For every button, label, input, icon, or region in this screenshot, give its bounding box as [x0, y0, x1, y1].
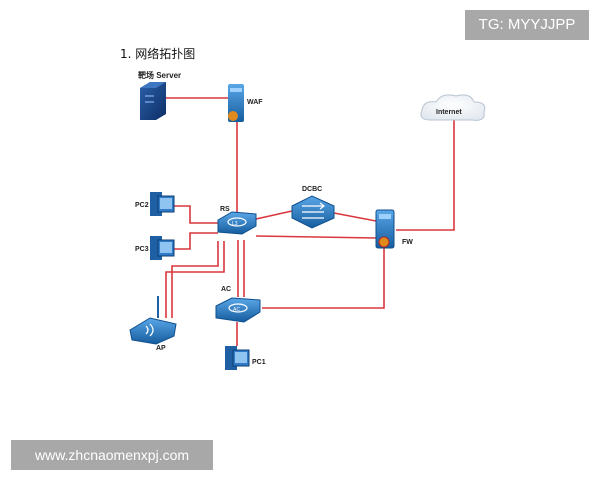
dcbc-router-icon: [291, 195, 335, 229]
label-rs: RS: [220, 206, 230, 213]
svg-text:L3: L3: [232, 221, 238, 227]
fw-firewall-icon: [375, 209, 395, 249]
link-dcbc-fw: [333, 212, 377, 222]
label-pc2: PC2: [135, 202, 149, 209]
link-internet-fw: [396, 120, 455, 231]
links: [165, 97, 455, 346]
cloud-icon: [420, 94, 486, 121]
page-title: 1. 网络拓扑图: [120, 47, 196, 61]
ap-wireless-ap-icon: [129, 296, 177, 345]
site-watermark: www.zhcnaomenxpj.com: [11, 440, 213, 470]
link-rs-ap-2: [171, 241, 219, 318]
link-fw-ac: [262, 248, 385, 309]
pc3-desktop-pc-icon: [150, 236, 175, 260]
telegram-watermark: TG: MYYJJPP: [465, 10, 589, 40]
link-pc2-rs: [173, 205, 218, 224]
pc2-desktop-pc-icon: [150, 192, 175, 216]
ac-access-controller-icon: AC: [215, 297, 261, 323]
svg-text:AC: AC: [233, 307, 240, 313]
link-rs-dcbc: [255, 210, 293, 220]
label-server: 靶场 Server: [138, 70, 181, 80]
pc1-desktop-pc-icon: [225, 346, 250, 370]
rs-layer3-switch-icon: L3: [217, 211, 257, 235]
link-pc3-rs: [173, 232, 218, 250]
link-rs-fw: [255, 235, 377, 239]
waf-icon: [228, 84, 244, 122]
label-fw: FW: [402, 239, 413, 246]
label-dcbc: DCBC: [302, 186, 322, 193]
label-ac: AC: [221, 286, 231, 293]
label-internet: Internet: [436, 109, 462, 116]
label-pc1: PC1: [252, 359, 266, 366]
label-ap: AP: [156, 345, 166, 352]
label-pc3: PC3: [135, 246, 149, 253]
label-waf: WAF: [247, 99, 263, 106]
link-rs-ap: [165, 241, 225, 318]
server-icon: [140, 82, 166, 120]
